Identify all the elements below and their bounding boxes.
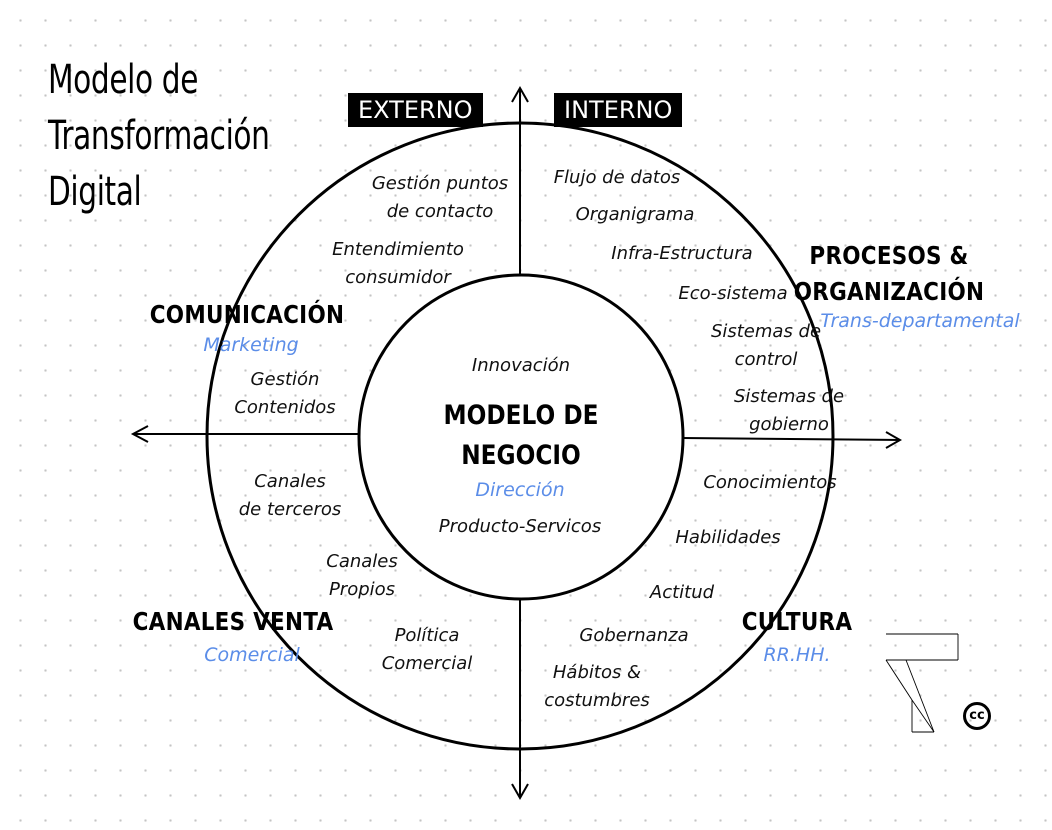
creative-commons-icon: cc <box>963 702 991 730</box>
item-politica-comercial: Política Comercial <box>382 622 473 678</box>
item-line: Entendimiento <box>332 239 464 260</box>
quadrant-title-canales: CANALES VENTA <box>132 607 334 636</box>
item-conocimientos: Conocimientos <box>703 472 837 493</box>
horizontal-axis-right <box>681 437 901 441</box>
item-gobernanza: Gobernanza <box>579 625 689 646</box>
quadrant-title-procesos: PROCESOS & ORGANIZACIÓN <box>794 238 984 310</box>
item-canales-terceros: Canales de terceros <box>239 468 342 524</box>
title-line: Transformación <box>48 113 270 159</box>
item-entendimiento: Entendimiento consumidor <box>332 236 464 292</box>
item-line: costumbres <box>544 690 650 711</box>
quadrant-title-line: PROCESOS & <box>809 241 969 270</box>
quadrant-title-cultura: CULTURA <box>741 607 853 636</box>
item-line: Propios <box>328 579 396 600</box>
item-line: Canales <box>326 551 398 572</box>
item-line: gobierno <box>749 414 829 435</box>
arrow-down <box>511 783 529 801</box>
page-title: Modelo de Transformación Digital <box>48 52 270 220</box>
item-habilidades: Habilidades <box>675 527 781 548</box>
quadrant-title-comunicacion: COMUNICACIÓN <box>149 300 345 329</box>
item-line: control <box>734 349 798 370</box>
item-line: Hábitos & <box>552 662 642 683</box>
item-flujo-datos: Flujo de datos <box>553 167 681 188</box>
item-habitos: Hábitos & costumbres <box>544 659 650 715</box>
center-title-line: MODELO DE NEGOCIO <box>444 396 599 476</box>
quadrant-title-line: ORGANIZACIÓN <box>793 277 985 306</box>
arrow-right <box>885 431 903 449</box>
center-title: MODELO DE NEGOCIO <box>431 396 611 476</box>
center-item-producto: Producto-Servicos <box>438 516 602 537</box>
item-organigrama: Organigrama <box>575 204 695 225</box>
item-sistemas-control: Sistemas de control <box>711 318 821 374</box>
item-line: Gestión <box>250 369 320 390</box>
quadrant-subtitle-marketing: Marketing <box>203 334 299 356</box>
center-item-innovacion: Innovación <box>471 355 571 376</box>
item-gestion-puntos: Gestión puntos de contacto <box>372 170 508 226</box>
item-line: Política <box>394 625 460 646</box>
item-line: de contacto <box>386 201 494 222</box>
center-subtitle: Dirección <box>475 479 565 501</box>
tag-externo: EXTERNO <box>348 93 483 127</box>
title-line: Modelo de <box>48 57 199 103</box>
title-line: Digital <box>48 169 142 215</box>
quadrant-subtitle-trans: Trans-departamental <box>820 310 1020 332</box>
arrow-left <box>130 425 149 443</box>
arrow-up <box>511 85 529 103</box>
item-actitud: Actitud <box>649 582 715 603</box>
center-title-line1: MODELO DE <box>443 400 599 431</box>
item-gestion-contenidos: Gestión Contenidos <box>234 366 335 422</box>
item-line: Canales <box>254 471 326 492</box>
item-line: consumidor <box>345 267 451 288</box>
tag-interno: INTERNO <box>554 93 683 127</box>
item-sistemas-gobierno: Sistemas de gobierno <box>734 383 844 439</box>
item-line: Sistemas de <box>733 386 845 407</box>
item-line: Sistemas de <box>710 321 822 342</box>
item-canales-propios: Canales Propios <box>326 548 398 604</box>
item-line: Comercial <box>381 653 473 674</box>
item-line: Contenidos <box>234 397 336 418</box>
quadrant-subtitle-comercial: Comercial <box>204 644 300 666</box>
item-line: de terceros <box>238 499 342 520</box>
quadrant-subtitle-rrhh: RR.HH. <box>763 644 831 666</box>
item-line: Gestión puntos <box>371 173 509 194</box>
center-title-line2: NEGOCIO <box>461 440 581 471</box>
brand-logo <box>885 633 959 733</box>
inner-circle <box>357 273 685 601</box>
item-eco-sistema: Eco-sistema <box>678 283 788 304</box>
item-infra-estructura: Infra-Estructura <box>611 243 753 264</box>
